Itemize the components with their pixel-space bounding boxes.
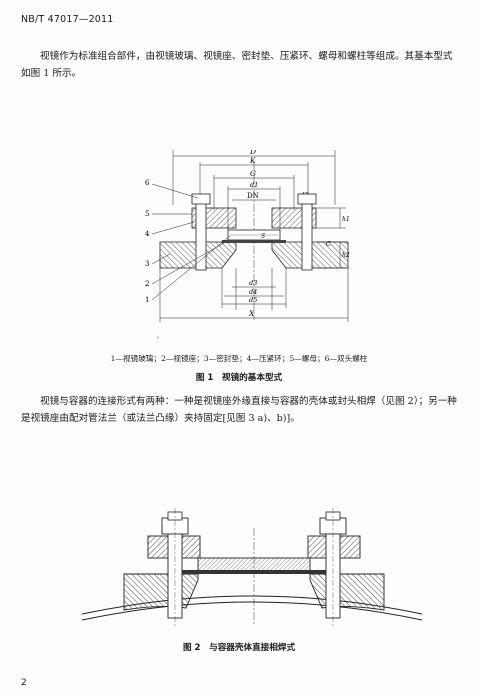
dim-h1: h1 [342, 216, 350, 223]
figure-1-caption: 图 1 视镜的基本型式 [195, 373, 283, 383]
stray-mark: ' [157, 336, 159, 344]
part-number-3: 3 [145, 260, 149, 268]
part-number-5: 5 [145, 210, 149, 218]
dim-C: C [326, 240, 331, 248]
dim-K: K [249, 156, 256, 165]
part-number-4: 4 [145, 230, 150, 238]
part-number-2: 2 [145, 280, 149, 288]
dim-d3: d3 [249, 279, 257, 287]
intro-paragraph: 视镜作为标准组合部件，由视镜玻璃、视镜座、密封垫、压紧环、螺母和螺柱等组成。其基… [21, 51, 453, 79]
dim-G: G [250, 169, 256, 178]
dim-DN: DN [247, 192, 259, 200]
dim-S: S [261, 233, 265, 240]
figure-2-caption: 图 2 与容器壳体直接相焊式 [182, 643, 296, 653]
standard-number-header: NB/T 47017—2011 [21, 14, 114, 25]
part-number-6: 6 [145, 179, 150, 187]
figure-1-legend: 1—视镜玻璃；2—视镜座；3—密封垫；4—压紧环；5—螺母；6—双头螺柱 [110, 354, 368, 363]
dim-h2: h2 [342, 252, 350, 259]
figure-2-drawing [82, 508, 422, 626]
dim-d5: d5 [249, 296, 257, 304]
dim-D: D [249, 150, 256, 156]
part-number-1: 1 [145, 296, 149, 304]
dim-X: X [248, 309, 255, 318]
connection-paragraph: 视镜与容器的连接形式有两种：一种是视镜座外缘直接与容器的壳体或封头相焊（见图 2… [21, 396, 457, 424]
page-number: 2 [21, 678, 27, 688]
dim-d4: d4 [249, 288, 257, 296]
figure-1-drawing: D K G d1 DN d2 S h1 h2 C [145, 150, 350, 322]
dim-d1: d1 [250, 181, 258, 189]
